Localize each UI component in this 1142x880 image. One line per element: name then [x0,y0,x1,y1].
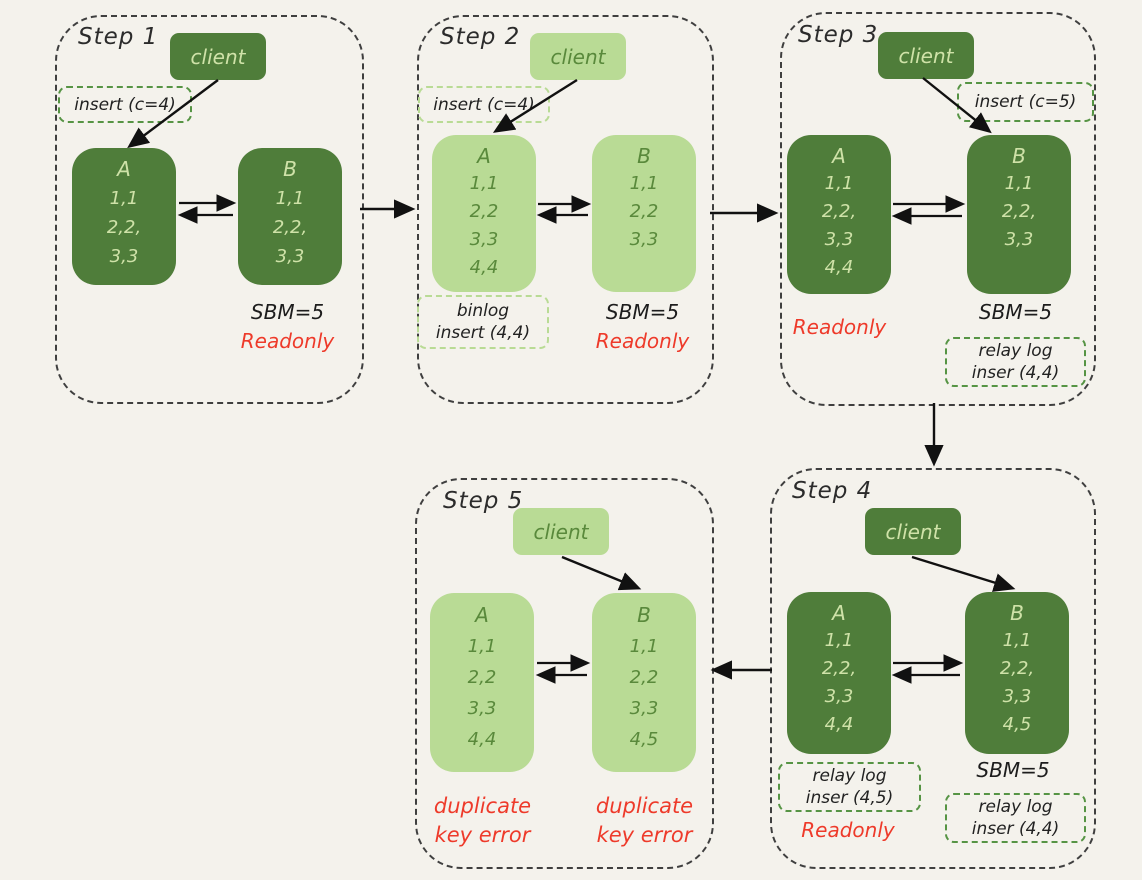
step2-frame [417,15,714,404]
step3-sbm-label: SBM=5 [978,300,1053,324]
step4-frame [770,468,1096,869]
node-title: A [477,144,491,168]
client-label: client [550,44,606,69]
step4-sbm-label: SBM=5 [976,758,1050,782]
step4-client-node: client [865,508,961,555]
step4-readonly-label: Readonly [801,818,895,842]
client-label: client [533,519,589,544]
step4-label: Step 4 [792,478,873,504]
client-label: client [190,44,246,69]
node-title: A [832,144,846,168]
step1-client-node: client [170,33,266,80]
step2-client-node: client [530,33,626,80]
node-title: B [637,144,651,168]
node-title: B [1010,601,1024,625]
note-text: insert (c=5) [974,92,1077,112]
client-label: client [885,519,941,544]
node-title: A [117,157,131,181]
note-text: insert (c=4) [433,94,535,115]
step1-sbm-label: SBM=5 [250,300,325,324]
step2-sbm-label: SBM=5 [605,300,680,324]
node-title: A [832,601,846,625]
node-title: A [475,603,489,627]
node-title: B [637,603,651,627]
node-title: B [1012,144,1026,168]
step1-readonly-label: Readonly [240,329,335,353]
step3-frame [780,12,1096,406]
step3-client-node: client [878,32,974,79]
note-text: insert (c=4) [74,94,176,115]
step3-label: Step 3 [798,22,879,48]
step2-label: Step 2 [440,24,521,50]
step2-insert-note: insert (c=4) [418,86,550,123]
step5-client-node: client [513,508,609,555]
step1-insert-note: insert (c=4) [58,86,192,123]
node-title: B [283,157,297,181]
step5-label: Step 5 [443,488,524,514]
step3-insert-note: insert (c=5) [957,82,1094,122]
client-label: client [898,43,954,68]
step3-readonly-label: Readonly [792,315,887,339]
step2-readonly-label: Readonly [595,329,690,353]
step1-label: Step 1 [78,24,159,50]
